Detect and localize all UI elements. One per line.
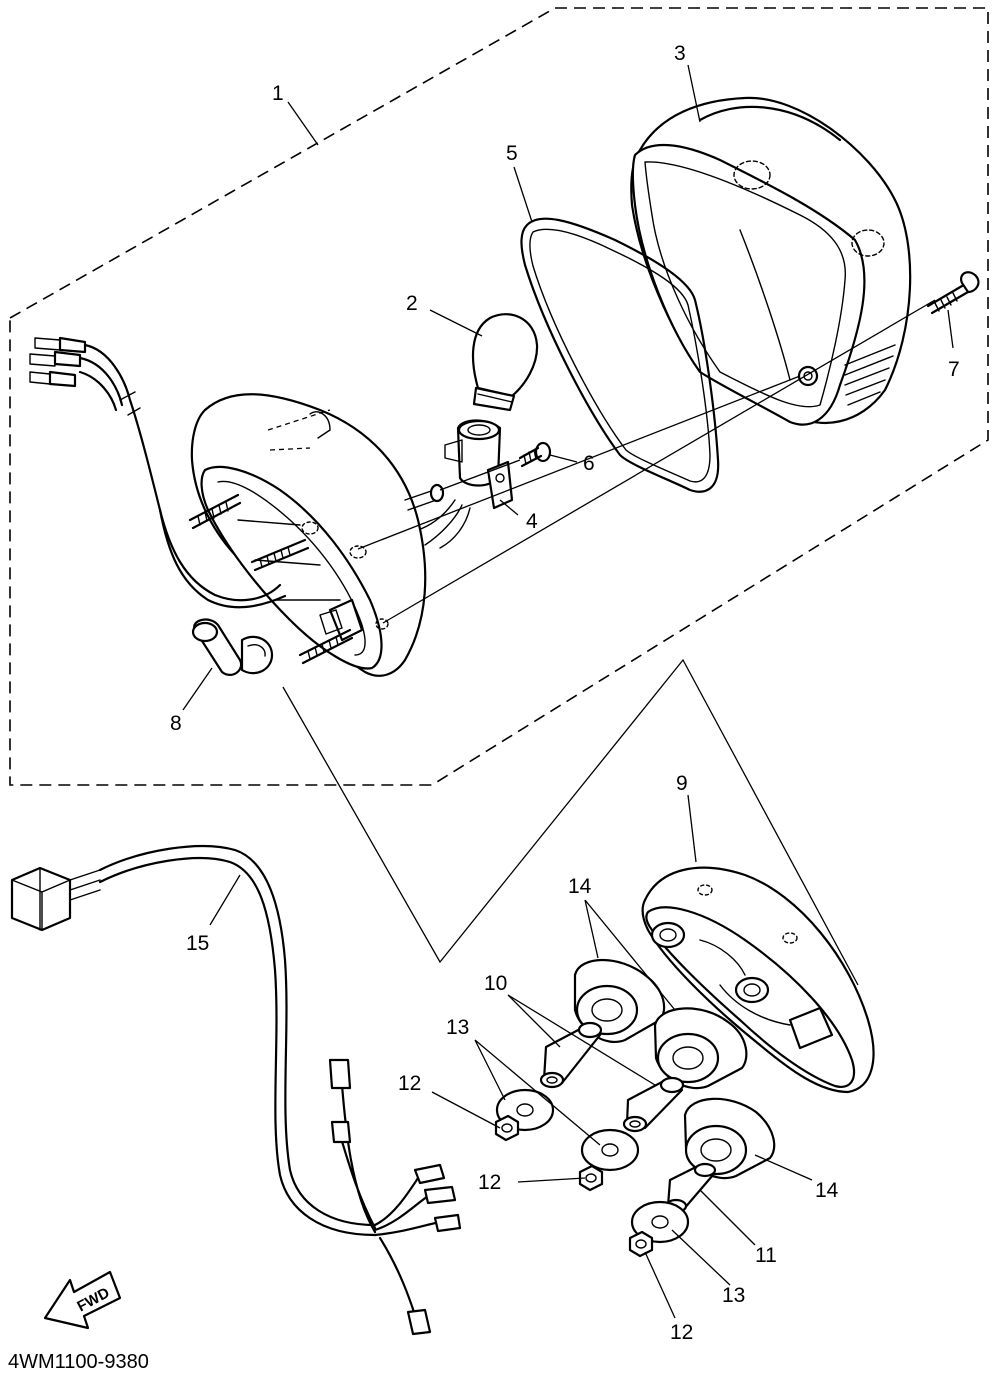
bulb-part — [471, 313, 539, 412]
long-screw-part — [926, 271, 980, 315]
callout-7: 7 — [948, 358, 960, 381]
socket-part — [417, 419, 514, 549]
lens-part — [630, 96, 912, 426]
callout-3: 3 — [674, 42, 686, 65]
callout-13b: 13 — [722, 1284, 745, 1307]
drawing-code: 4WM1100-9380 — [8, 1351, 149, 1373]
damper-lower-part — [683, 1097, 776, 1180]
callout-15: 15 — [186, 932, 209, 955]
bracket-part — [641, 866, 875, 1094]
callout-13a: 13 — [446, 1016, 469, 1039]
reference-line-left — [282, 658, 859, 986]
callout-5: 5 — [506, 142, 518, 165]
grommet-part — [191, 618, 274, 676]
wire-harness-part — [10, 844, 462, 1336]
callout-8: 8 — [170, 712, 182, 735]
callout-12a: 12 — [398, 1072, 421, 1095]
callout-2: 2 — [406, 292, 418, 315]
callout-1: 1 — [272, 82, 284, 105]
callout-14b: 14 — [815, 1179, 839, 1202]
callout-6: 6 — [583, 452, 595, 475]
screw-axis-line — [357, 375, 801, 550]
callout-14a: 14 — [568, 875, 592, 898]
callout-labels: 1 2 3 4 5 6 7 8 9 10 11 12 12 12 13 13 1… — [170, 42, 960, 1344]
assembly-boundary — [9, 7, 989, 786]
callout-12b: 12 — [478, 1171, 501, 1194]
washer-part-b — [580, 1128, 640, 1172]
gasket-part — [520, 217, 720, 493]
nut-part-a — [494, 1114, 520, 1142]
callout-9: 9 — [676, 772, 688, 795]
damper-middle-part — [653, 1007, 748, 1090]
callout-4: 4 — [526, 510, 538, 533]
lamp-wire-harness — [29, 336, 287, 609]
collar-upper-part — [539, 1021, 603, 1089]
callout-10: 10 — [484, 972, 507, 995]
screw-part — [518, 441, 552, 468]
screw-axis-line-2 — [382, 299, 936, 624]
nut-part-b — [578, 1164, 604, 1192]
callout-12c: 12 — [670, 1321, 693, 1344]
callout-11: 11 — [755, 1244, 777, 1267]
screw-axis-line-3 — [439, 459, 521, 491]
housing-part — [188, 393, 445, 677]
fwd-arrow-icon: FWD — [43, 1270, 122, 1330]
nut-part-c — [628, 1230, 654, 1258]
leader-lines — [182, 64, 954, 1319]
collar-lower-part — [622, 1076, 685, 1133]
